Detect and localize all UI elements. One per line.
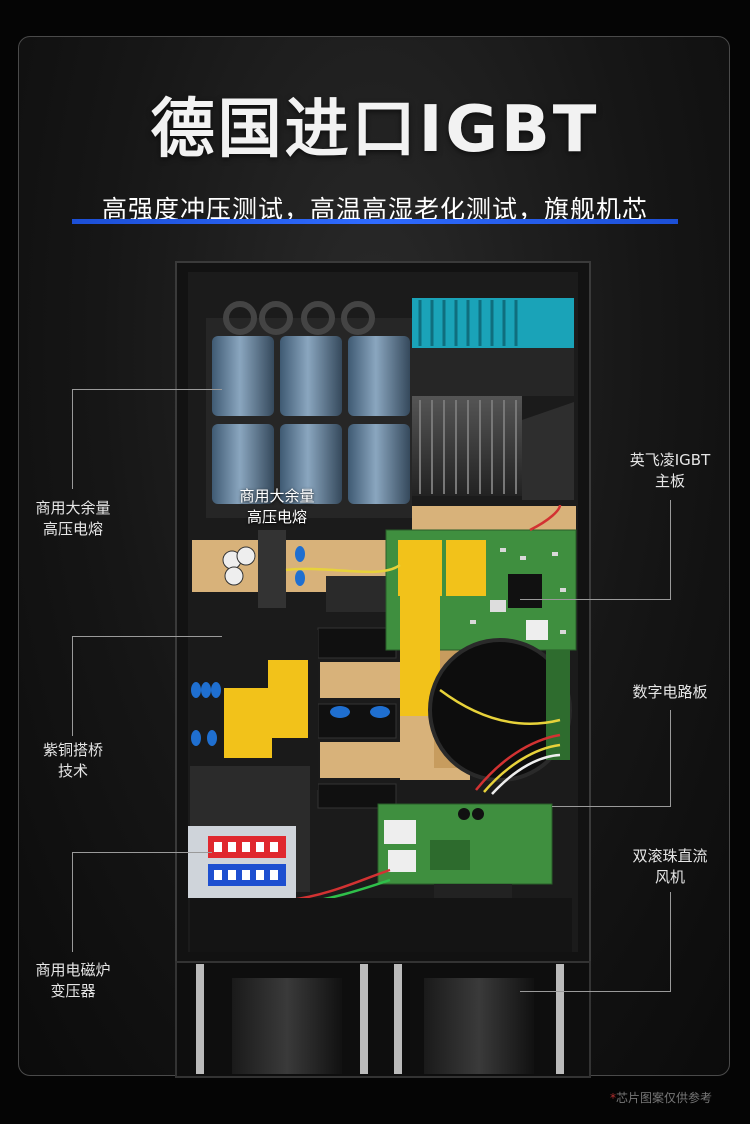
callout-fuse: 商用大余量 高压电熔 — [35, 499, 111, 538]
inner-callout-fuse: 商用大余量 高压电熔 — [239, 487, 315, 526]
leader-copper — [72, 636, 73, 736]
transformer — [188, 766, 310, 898]
heatsink — [412, 298, 574, 500]
power-components — [190, 546, 390, 790]
leader-igbt-h — [520, 599, 671, 600]
footnote-star: * — [609, 1091, 616, 1105]
induction-coil — [428, 638, 572, 782]
leader-igbt — [670, 500, 671, 600]
leader-transformer-h — [72, 852, 212, 853]
callout-fan: 双滚珠直流 风机 — [632, 847, 708, 886]
callout-igbt-board: 英飞凌IGBT 主板 — [629, 451, 711, 490]
digital-board — [377, 803, 553, 912]
leader-fan-h — [520, 991, 671, 992]
fan-assembly — [190, 898, 572, 1074]
leader-digital — [670, 710, 671, 807]
footnote: *芯片图案仅供参考 — [610, 1089, 712, 1106]
footnote-text: 芯片图案仅供参考 — [615, 1091, 712, 1105]
leader-fan — [670, 892, 671, 992]
leader-digital-h — [552, 806, 671, 807]
leader-transformer — [72, 852, 73, 952]
subtitle-underline — [72, 219, 678, 224]
callout-transformer: 商用电磁炉 变压器 — [35, 961, 111, 1000]
callout-digital-board: 数字电路板 — [632, 683, 708, 701]
page-title: 德国进口IGBT — [150, 93, 600, 167]
callout-copper-bridge: 紫铜搭桥 技术 — [42, 741, 103, 780]
leader-fuse — [72, 389, 73, 489]
leader-copper-h — [72, 636, 222, 637]
leader-fuse-h — [72, 389, 222, 390]
capacitor-bank — [206, 301, 412, 518]
